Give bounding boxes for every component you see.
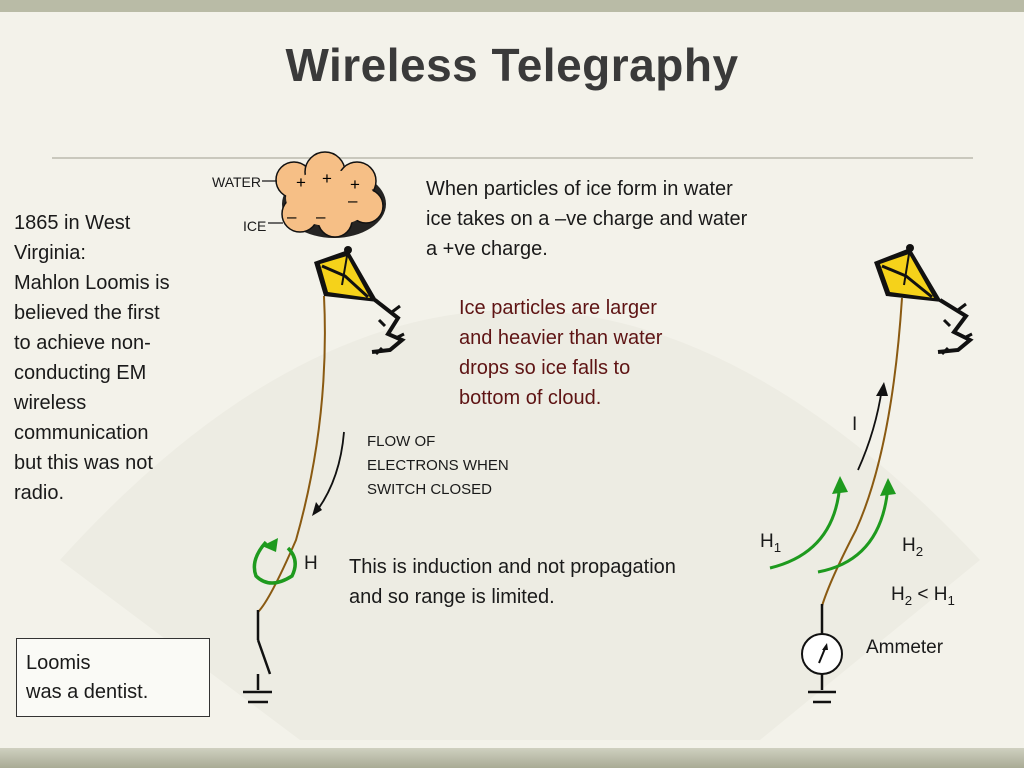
plus-sign: + — [296, 173, 306, 192]
induction-text: This is induction and not propagation an… — [349, 556, 676, 608]
minus-sign: – — [287, 207, 297, 226]
water-label: WATER — [212, 174, 261, 190]
h-label: H — [304, 553, 318, 574]
charge-explanation-text: When particles of ice form in water ice … — [426, 178, 748, 260]
current-arrowhead — [876, 382, 888, 396]
right-kite-icon — [874, 244, 974, 356]
slide-title: Wireless Telegraphy — [285, 39, 739, 91]
electron-flow-arrow — [315, 431, 345, 513]
field-loop-arrow — [252, 540, 297, 585]
plus-sign: + — [322, 169, 332, 188]
loomis-history-text: 1865 in West Virginia: Mahlon Loomis is … — [14, 212, 170, 504]
minus-sign: – — [348, 191, 358, 210]
h1-field-arrowhead — [832, 476, 848, 494]
h2-label: H2 — [902, 535, 924, 559]
ice-label: ICE — [243, 218, 267, 234]
charged-cloud — [275, 151, 386, 238]
h1-label: H1 — [760, 531, 782, 555]
h2-less-than-h1-label: H2 < H1 — [891, 584, 955, 608]
h1-field-arrow — [769, 481, 842, 570]
right-kite-string — [821, 297, 903, 607]
ice-particles-text: Ice particles are larger and heavier tha… — [459, 297, 663, 409]
plus-sign: + — [350, 175, 360, 194]
i-label: I — [852, 414, 858, 435]
background-fan — [60, 310, 980, 740]
field-loop-arrowhead — [262, 538, 278, 552]
current-arrow — [857, 387, 883, 471]
left-kite-string — [257, 295, 326, 613]
ammeter-needle-tip — [822, 643, 828, 650]
switch-icon — [256, 639, 272, 675]
electron-flow-text: FLOW OF ELECTRONS WHEN SWITCH CLOSED — [367, 433, 509, 498]
top-decor-bar — [0, 0, 1024, 12]
dentist-note-box: Loomis was a dentist. — [16, 638, 210, 717]
h2-field-arrowhead — [880, 478, 896, 496]
ammeter-label: Ammeter — [866, 637, 944, 658]
left-kite-icon — [314, 246, 406, 356]
bottom-decor-bar — [0, 748, 1024, 768]
minus-sign: – — [316, 207, 326, 226]
title-divider — [52, 157, 973, 159]
electron-flow-arrowhead — [312, 502, 322, 516]
h2-field-arrow — [817, 485, 890, 574]
